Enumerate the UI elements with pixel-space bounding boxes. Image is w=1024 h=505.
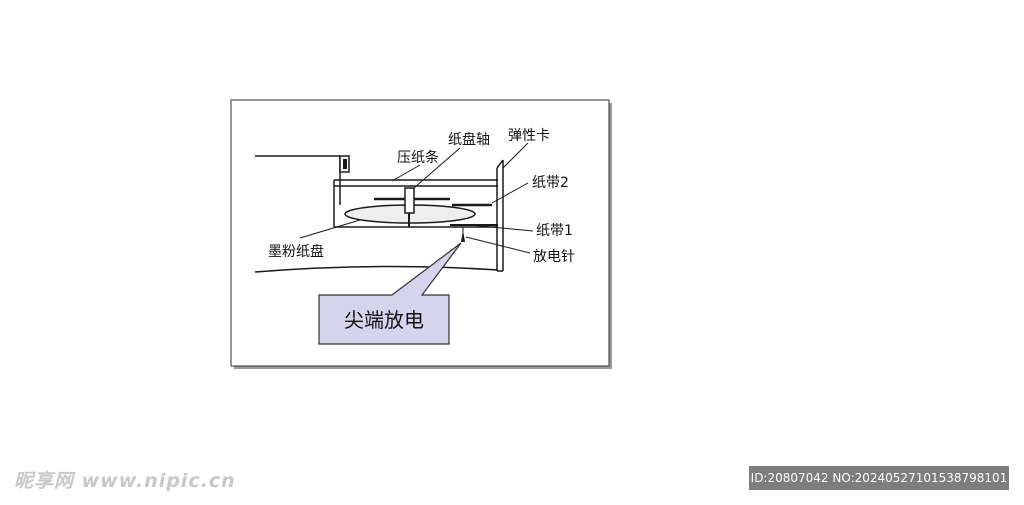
- leader-discharge-needle: [465, 236, 531, 254]
- leader-paper-tape-1: [469, 224, 534, 232]
- label-paper-tray-axis: 纸盘轴: [448, 131, 490, 148]
- leader-elastic-clip: [502, 142, 529, 169]
- callout-text: 尖端放电: [344, 308, 424, 332]
- label-paper-tape-2: 纸带2: [532, 175, 569, 191]
- tray-axis-shaft: [404, 187, 415, 214]
- mechanism-drawing: [254, 142, 534, 273]
- label-elastic-clip: 弹性卡: [508, 128, 550, 144]
- leader-paper-tape-2: [491, 182, 529, 204]
- leader-toner-tray: [299, 219, 361, 239]
- label-toner-paper-tray: 墨粉纸盘: [268, 243, 324, 260]
- label-paper-press-strip: 压纸条: [397, 149, 439, 166]
- callout-box: [318, 242, 462, 345]
- leader-paper-tray-axis: [413, 147, 461, 189]
- watermark-id-bar: ID:20807042 NO:20240527101538798101: [749, 466, 1009, 490]
- label-discharge-needle: 放电针: [533, 249, 575, 265]
- label-paper-tape-1: 纸带1: [536, 223, 573, 239]
- elastic-clip-top: [496, 159, 504, 169]
- leader-press-strip: [391, 164, 421, 182]
- watermark-left: 昵享网 www.nipic.cn: [14, 470, 236, 492]
- base-curve: [254, 265, 499, 273]
- connector-pin: [343, 159, 347, 169]
